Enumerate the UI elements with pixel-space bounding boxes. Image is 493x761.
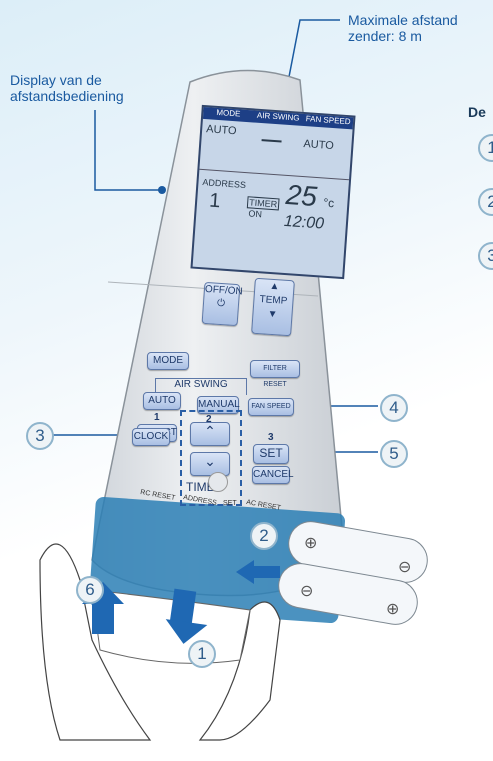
insert-arrowhead-icon [236,560,254,584]
push-up-arrow-icon [92,600,114,634]
step-marker-2: 2 [250,522,278,550]
insert-arrow-icon [254,566,280,578]
step-marker-6: 6 [76,576,104,604]
step-marker-3: 3 [26,422,54,450]
step-marker-1: 1 [188,640,216,668]
step-marker-5: 5 [380,440,408,468]
step-marker-4: 4 [380,394,408,422]
